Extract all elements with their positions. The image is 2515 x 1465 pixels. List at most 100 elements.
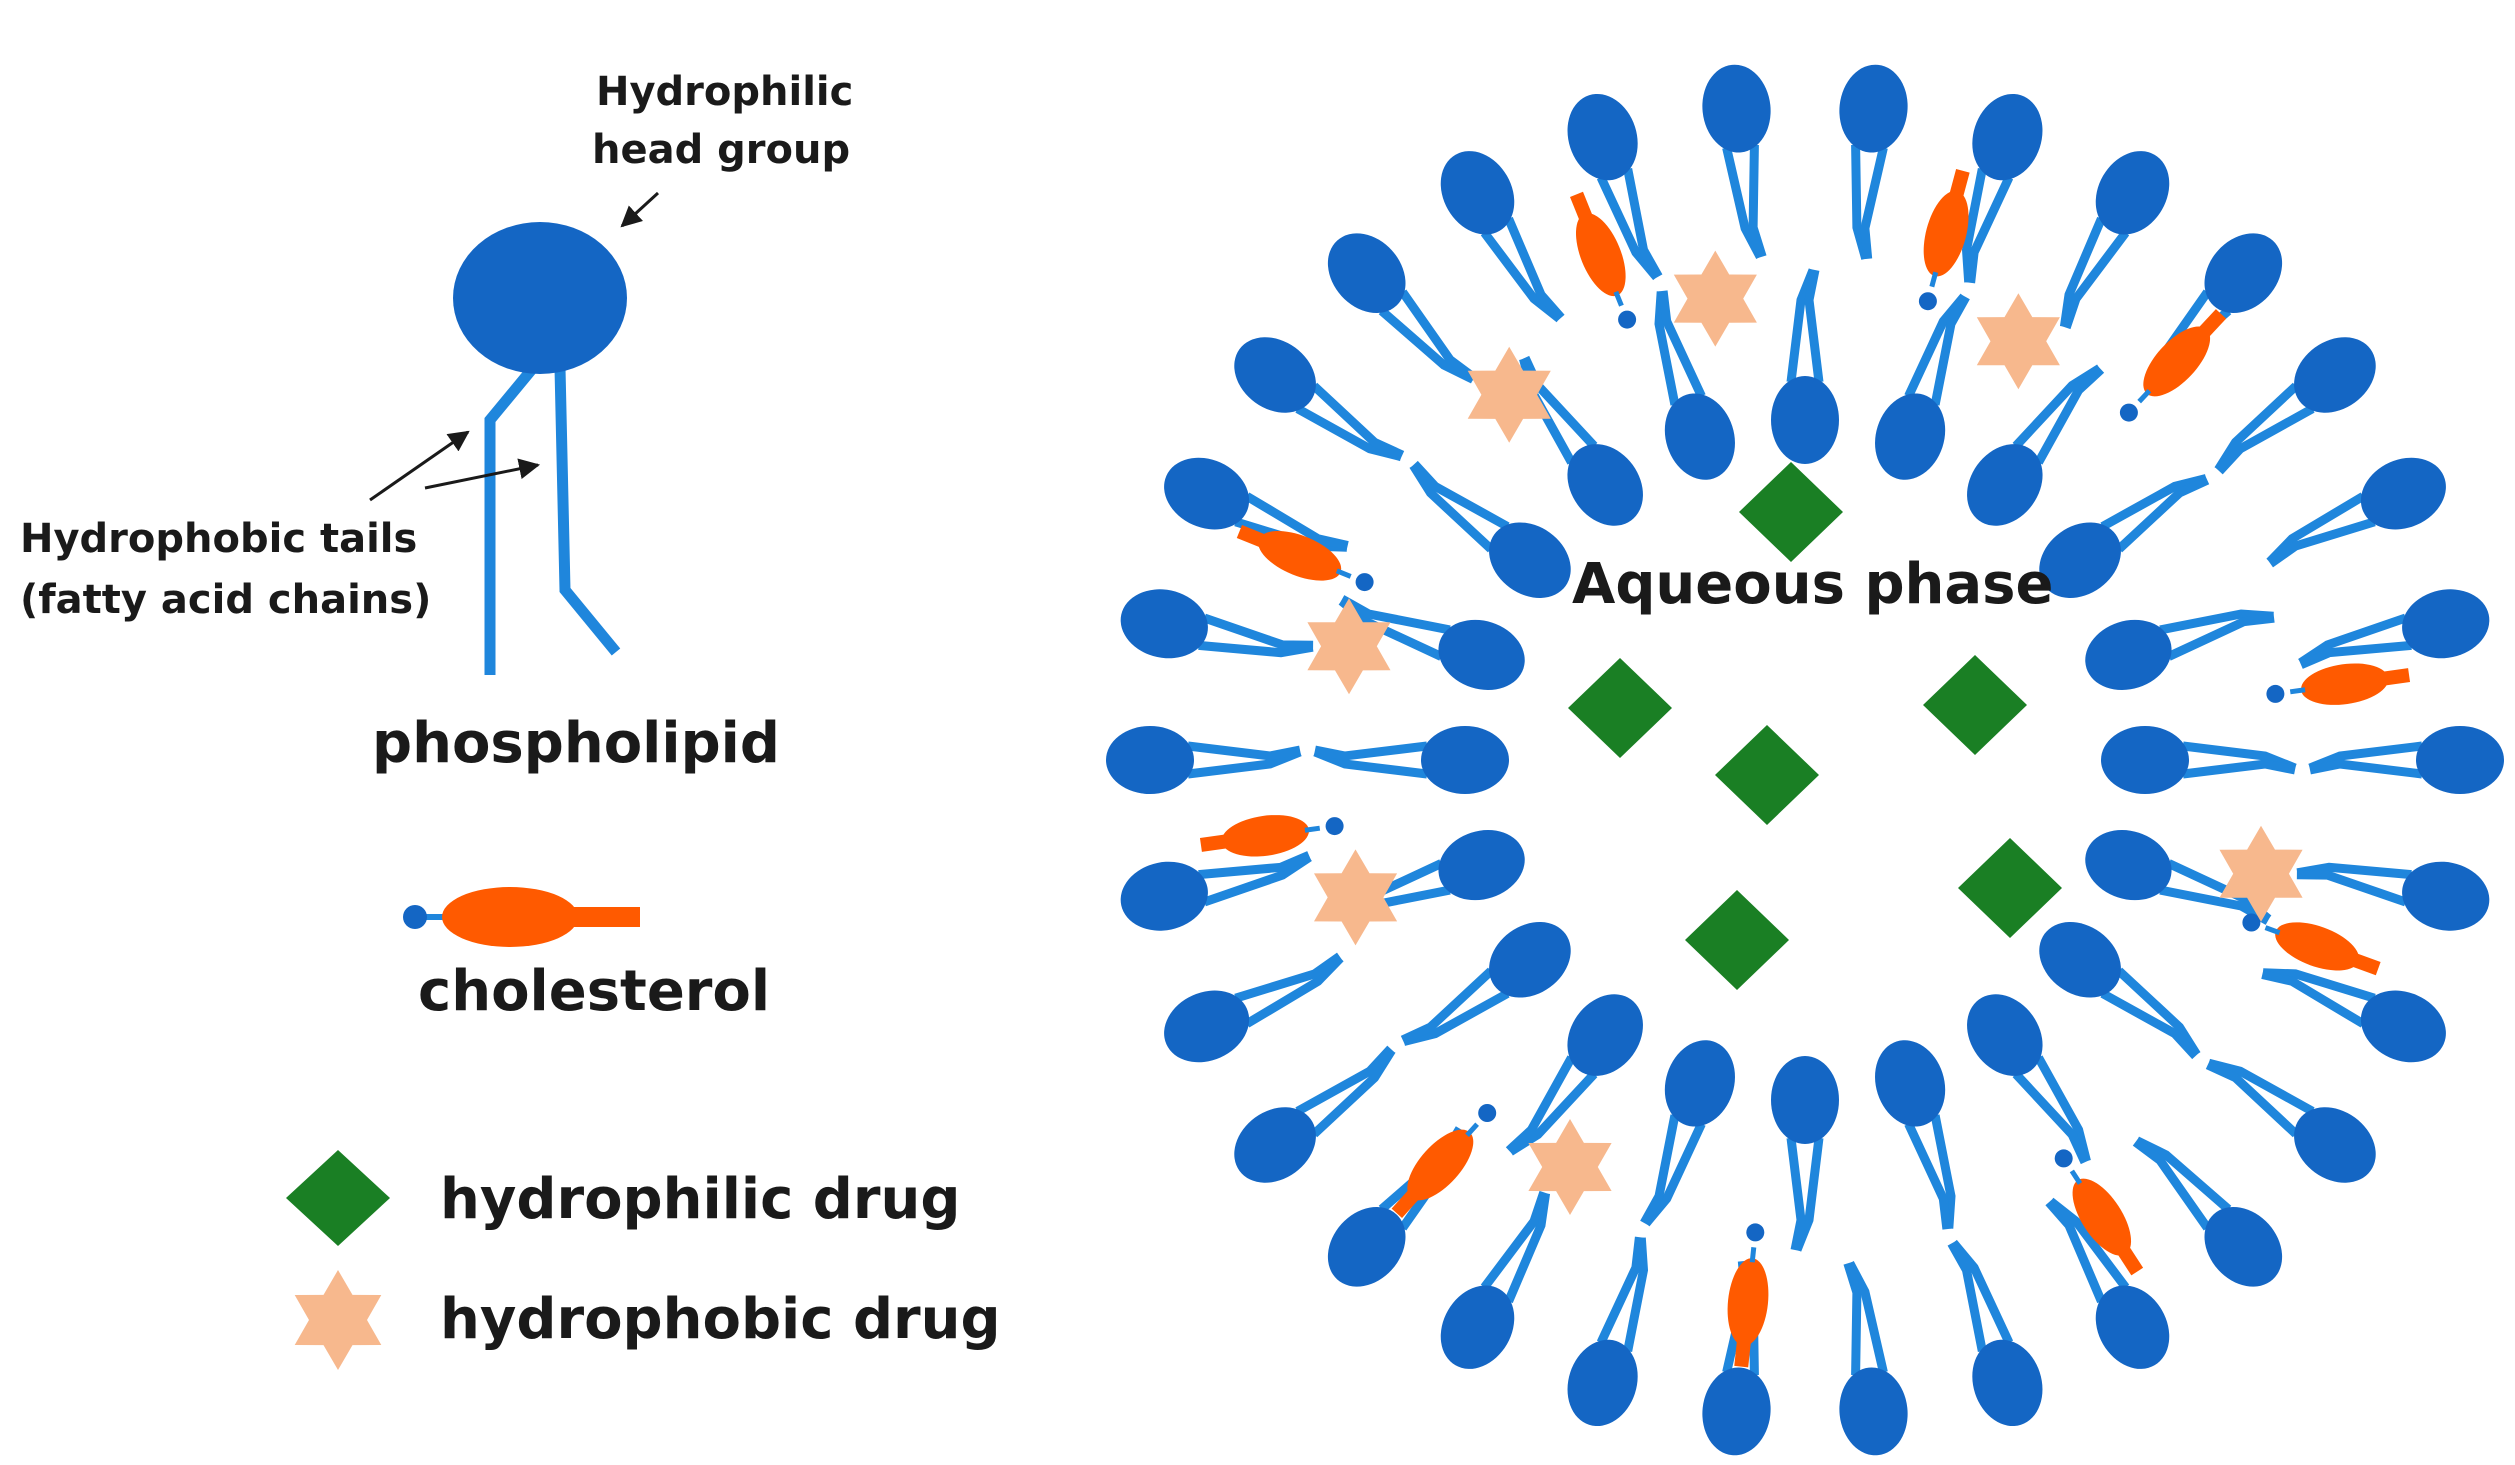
outer-phospholipid-head	[1567, 1339, 1638, 1427]
outer-phospholipid-head	[1120, 861, 1208, 931]
cholesterol-body	[1923, 190, 1969, 277]
cholesterol-molecule	[1918, 168, 1970, 311]
outer-phospholipid-tail	[2261, 970, 2366, 1028]
outer-phospholipid-tail	[2309, 759, 2423, 779]
cholesterol-head	[1478, 1104, 1497, 1122]
inner-phospholipid-head	[1967, 444, 2043, 526]
outer-phospholipid-tail	[2205, 1060, 2299, 1138]
phospholipid-tail-right	[554, 367, 621, 656]
cholesterol-body	[2275, 922, 2360, 971]
outer-phospholipid-head	[1440, 151, 1515, 235]
legend-hydrophobic-label: hydrophobic drug	[440, 1287, 1001, 1352]
outer-phospholipid-tail	[1947, 1241, 1987, 1352]
liposome-drugs	[1307, 250, 2303, 1215]
cholesterol-head	[1918, 292, 1937, 311]
cholesterol-head	[2054, 1149, 2073, 1168]
outer-phospholipid-tail	[1202, 613, 1314, 650]
hydrophobic-drug	[1307, 598, 1391, 695]
phospholipid-tail-left	[484, 364, 538, 675]
outer-phospholipid-head	[2294, 1107, 2376, 1183]
cholesterol-stem	[2289, 687, 2306, 695]
outer-phospholipid-head	[1972, 93, 2043, 181]
inner-phospholipid-tail	[1904, 1121, 1952, 1230]
cholesterol-molecule	[1391, 1104, 1497, 1219]
outer-phospholipid-tail	[1234, 952, 1343, 1003]
cholesterol-head	[1746, 1223, 1765, 1242]
legend-hydrophilic-label: hydrophilic drug	[440, 1167, 960, 1232]
hydrophilic-drug	[1958, 838, 2062, 938]
phospholipid-label: phospholipid	[372, 711, 780, 776]
inner-phospholipid-head	[1489, 922, 1571, 998]
outer-phospholipid-head	[1327, 233, 1406, 314]
outer-phospholipid-head	[1234, 1107, 1316, 1183]
cholesterol-head	[2119, 403, 2138, 422]
outer-phospholipid-head	[1164, 990, 1250, 1063]
inner-phospholipid-head	[1567, 444, 1643, 526]
inner-phospholipid-head	[2039, 922, 2121, 998]
outer-phospholipid-tail	[1843, 1261, 1862, 1376]
outer-phospholipid-head	[2360, 457, 2446, 530]
inner-phospholipid-tail	[1400, 967, 1495, 1044]
outer-phospholipid-tail	[1860, 146, 1888, 260]
hydrophobic-drug	[1976, 293, 2060, 390]
cholesterol-head	[2242, 913, 2261, 932]
tails-label-line2: (fatty acid chains)	[20, 577, 431, 623]
inner-phospholipid-head	[1489, 522, 1571, 598]
tails-arrow-2	[424, 458, 541, 490]
cholesterol-head	[1618, 310, 1637, 329]
cholesterol-head	[1325, 817, 1344, 836]
outer-phospholipid-tail	[1198, 851, 1311, 880]
hydrophilic-drug	[1685, 890, 1789, 990]
cholesterol-body	[2301, 663, 2389, 705]
outer-phospholipid-tail	[1748, 144, 1767, 259]
outer-phospholipid-head	[1234, 337, 1316, 413]
outer-phospholipid-tail	[2061, 229, 2130, 330]
inner-phospholipid-head	[1771, 1056, 1839, 1144]
outer-phospholipid-tail	[1504, 216, 1565, 321]
liposome	[1106, 64, 2504, 1456]
liposome-cholesterol	[1199, 168, 2411, 1368]
legend: hydrophilic drug hydrophobic drug	[286, 1150, 1001, 1370]
outer-phospholipid-head	[2294, 337, 2376, 413]
outer-phospholipid-head	[1567, 93, 1638, 181]
head-group-label: Hydrophilic head group	[592, 69, 853, 228]
tails-arrow-1	[369, 430, 470, 502]
cholesterol-example	[403, 887, 640, 947]
tails-label: Hydrophobic tails (fatty acid chains)	[20, 430, 541, 623]
cholesterol-body-icon	[442, 887, 578, 947]
cholesterol-body	[1407, 1129, 1474, 1201]
cholesterol-head-icon	[403, 905, 427, 929]
outer-phospholipid-tail	[1398, 289, 1478, 382]
phospholipid-example	[453, 222, 627, 675]
cholesterol-body	[2143, 326, 2211, 397]
cholesterol-body	[2072, 1178, 2132, 1256]
inner-phospholipid-tail	[2012, 1070, 2089, 1165]
outer-phospholipid-head	[2416, 726, 2504, 794]
hydrophilic-drug	[1923, 655, 2027, 755]
cholesterol-stem	[2137, 388, 2152, 404]
inner-phospholipid-head	[2039, 522, 2121, 598]
outer-phospholipid-head	[2095, 151, 2170, 235]
cholesterol-molecule	[2266, 663, 2411, 705]
cholesterol-molecule	[1236, 524, 1374, 592]
cholesterol-label: cholesterol	[418, 959, 770, 1024]
outer-phospholipid-head	[1120, 589, 1208, 659]
cholesterol-body	[1727, 1258, 1769, 1346]
outer-phospholipid-tail	[1480, 1190, 1549, 1291]
inner-phospholipid-tail	[1786, 1137, 1806, 1251]
tails-label-line1: Hydrophobic tails	[20, 516, 417, 562]
cholesterol-body	[1221, 815, 1309, 857]
inner-phospholipid-tail	[1411, 460, 1510, 531]
outer-phospholipid-tail	[2132, 1138, 2212, 1231]
cholesterol-stem	[1465, 1122, 1479, 1137]
cholesterol-stem	[1749, 1247, 1757, 1263]
inner-phospholipid-head	[1567, 994, 1643, 1076]
inner-phospholipid-tail	[2034, 366, 2105, 465]
inner-phospholipid-head	[1664, 1040, 1735, 1127]
outer-phospholipid-tail	[1187, 741, 1301, 761]
hydrophilic-head-icon	[453, 222, 627, 374]
hydrophilic-drug-icon	[286, 1150, 390, 1246]
outer-phospholipid-tail	[2299, 640, 2412, 669]
inner-phospholipid-head	[1875, 393, 1946, 480]
